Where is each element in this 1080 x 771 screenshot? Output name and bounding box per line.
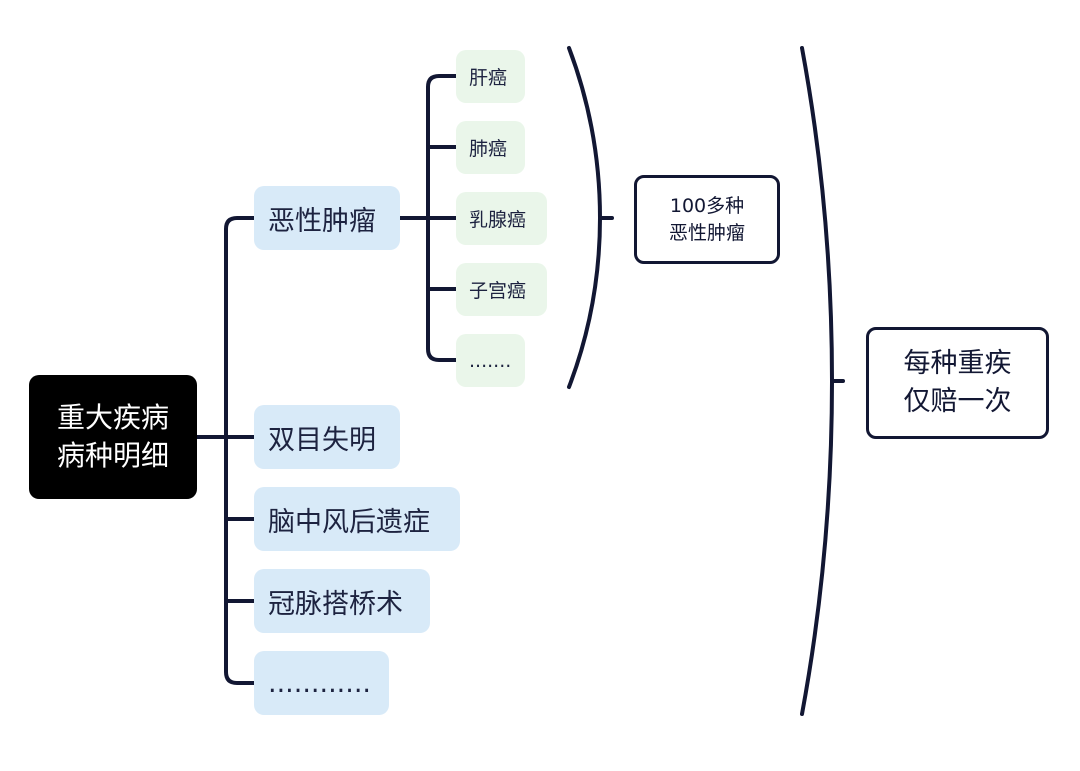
subtype-lung-cancer: 肺癌 xyxy=(456,121,525,174)
category-stroke-sequelae: 脑中风后遗症 xyxy=(254,487,460,551)
summary-tumor-count: 100多种 恶性肿瘤 xyxy=(634,175,780,264)
root-node: 重大疾病 病种明细 xyxy=(29,375,197,499)
subtype-label: 子宫癌 xyxy=(469,280,527,302)
summary-tumor-line-2: 恶性肿瘤 xyxy=(668,221,745,244)
subtype-label: 肝癌 xyxy=(469,67,508,89)
root-line-2: 病种明细 xyxy=(56,439,169,472)
category-label: 双目失明 xyxy=(268,424,376,456)
category-malignant-tumor: 恶性肿瘤 xyxy=(254,186,400,250)
brace-subtypes xyxy=(567,46,603,389)
summary-claim-rule: 每种重疾 仅赔一次 xyxy=(866,327,1049,439)
subtype-breast-cancer: 乳腺癌 xyxy=(456,192,547,245)
category-label: 冠脉搭桥术 xyxy=(268,588,403,620)
category-blindness: 双目失明 xyxy=(254,405,400,469)
brace-all xyxy=(800,46,835,716)
subtype-uterine-cancer: 子宫癌 xyxy=(456,263,547,316)
summary-claim-line-2: 仅赔一次 xyxy=(903,386,1012,417)
subtype-more: ....... xyxy=(456,334,525,387)
subtype-label: 乳腺癌 xyxy=(469,209,527,231)
subtype-label: 肺癌 xyxy=(469,138,508,160)
subtype-label: ....... xyxy=(469,349,512,372)
subtype-liver-cancer: 肝癌 xyxy=(456,50,525,103)
category-label: ............ xyxy=(268,667,371,699)
summary-claim-line-1: 每种重疾 xyxy=(903,348,1012,379)
summary-tumor-line-1: 100多种 xyxy=(669,194,745,217)
root-line-1: 重大疾病 xyxy=(56,401,169,434)
connector-subtype-spine xyxy=(426,74,458,362)
category-bypass-surgery: 冠脉搭桥术 xyxy=(254,569,430,633)
category-more: ............ xyxy=(254,651,389,715)
category-label: 脑中风后遗症 xyxy=(268,506,430,538)
category-label: 恶性肿瘤 xyxy=(268,205,376,237)
connector-category-spine xyxy=(224,216,256,685)
